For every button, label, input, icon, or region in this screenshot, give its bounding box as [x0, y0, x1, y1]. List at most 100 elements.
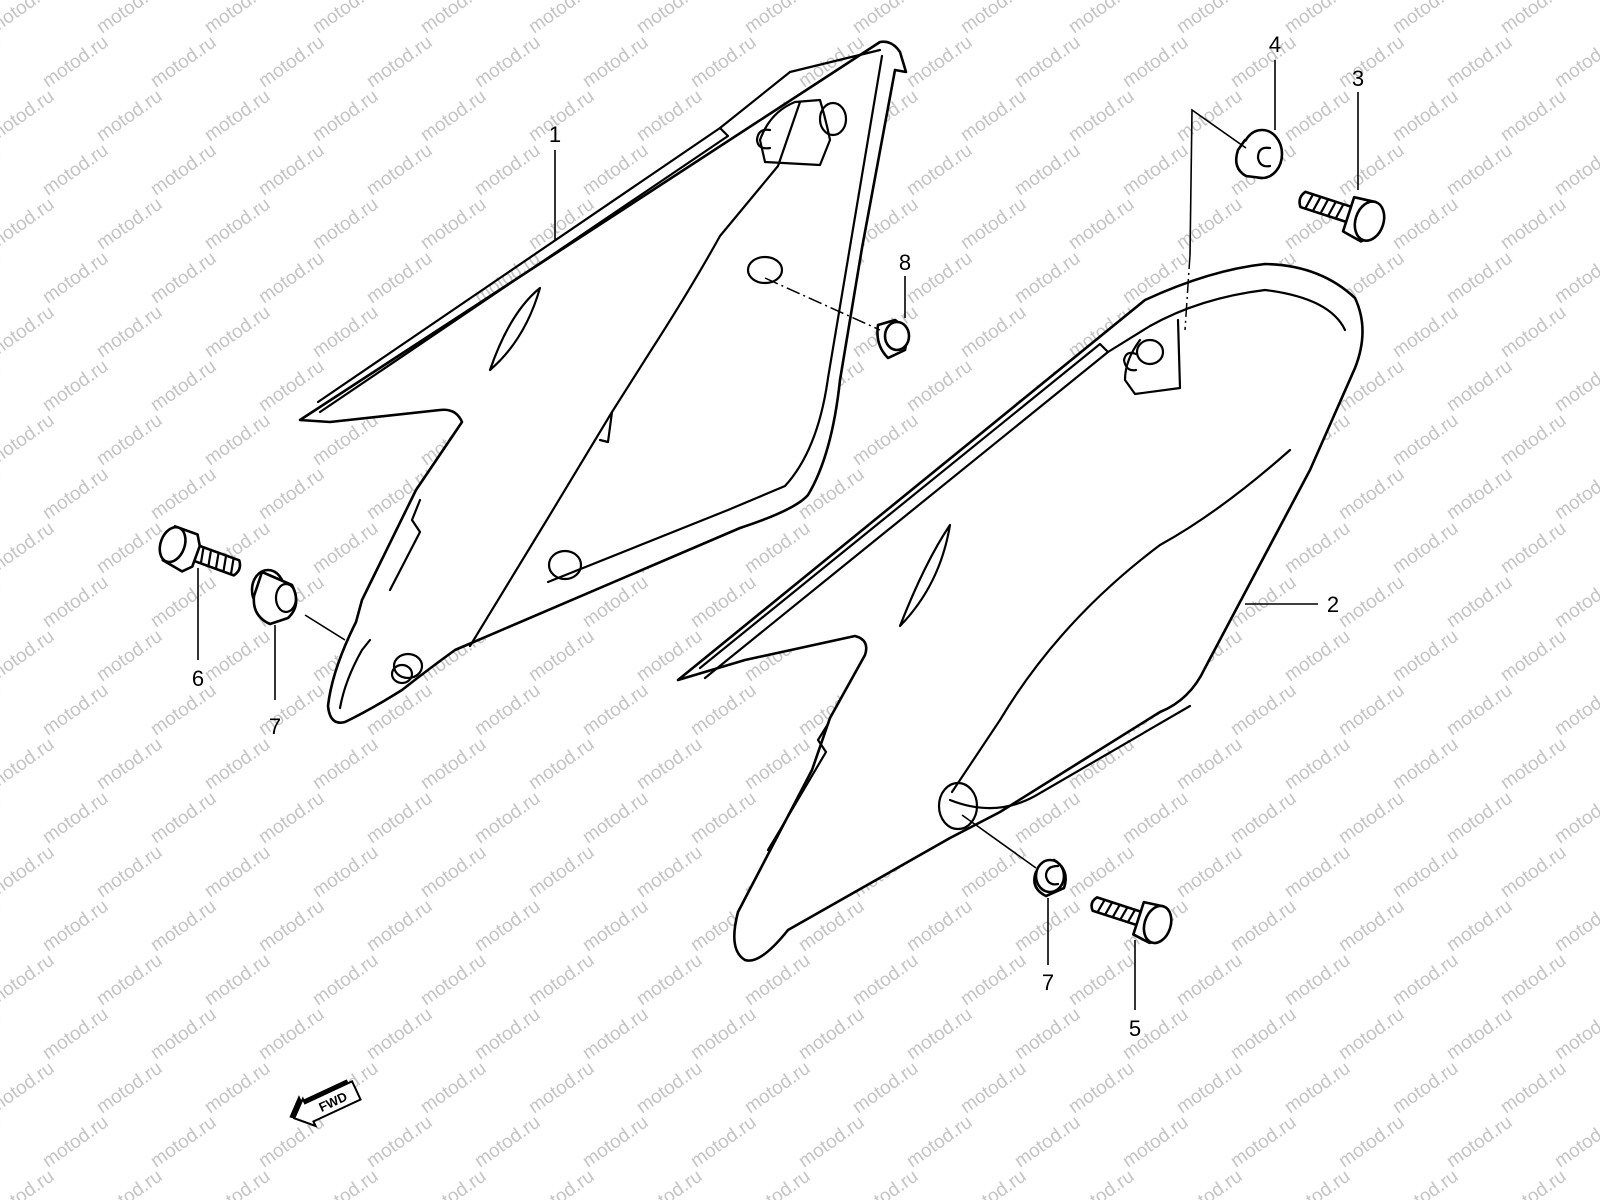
watermark-text: motod.ru — [255, 464, 328, 524]
watermark-text: motod.ru — [309, 86, 382, 146]
watermark-text: motod.ru — [687, 1004, 760, 1064]
watermark-text: motod.ru — [1281, 1058, 1354, 1118]
watermark-text: motod.ru — [1011, 32, 1084, 92]
watermark-text: motod.ru — [741, 518, 814, 578]
watermark-text: motod.ru — [1551, 1004, 1600, 1064]
watermark-text: motod.ru — [255, 1112, 328, 1172]
watermark-text: motod.ru — [1443, 1112, 1516, 1172]
watermark-text: motod.ru — [93, 950, 166, 1010]
watermark-text: motod.ru — [255, 140, 328, 200]
watermark-text: motod.ru — [1389, 0, 1462, 38]
grommet-lower-right — [1033, 858, 1067, 898]
watermark-text: motod.ru — [201, 194, 274, 254]
watermark-text: motod.ru — [363, 32, 436, 92]
watermark-text: motod.ru — [1119, 1112, 1192, 1172]
watermark-text: motod.ru — [417, 1166, 490, 1200]
watermark-text: motod.ru — [1497, 86, 1570, 146]
watermark-text: motod.ru — [1443, 32, 1516, 92]
watermark-text: motod.ru — [1065, 842, 1138, 902]
watermark-text: motod.ru — [0, 1004, 4, 1064]
watermark-text: motod.ru — [1389, 950, 1462, 1010]
watermark-text: motod.ru — [633, 86, 706, 146]
watermark-text: motod.ru — [525, 1058, 598, 1118]
watermark-text: motod.ru — [309, 0, 382, 38]
watermark-text: motod.ru — [201, 1058, 274, 1118]
watermark-text: motod.ru — [0, 734, 58, 794]
watermark-text: motod.ru — [1065, 86, 1138, 146]
watermark-text: motod.ru — [39, 464, 112, 524]
watermark-text: motod.ru — [579, 140, 652, 200]
watermark-text: motod.ru — [1227, 896, 1300, 956]
watermark-text: motod.ru — [1389, 842, 1462, 902]
forward-direction-arrow-icon — [289, 1079, 362, 1128]
watermark-text: motod.ru — [1227, 32, 1300, 92]
watermark-text: motod.ru — [1443, 140, 1516, 200]
watermark-text: motod.ru — [93, 734, 166, 794]
watermark-text: motod.ru — [903, 1112, 976, 1172]
watermark-text: motod.ru — [1497, 302, 1570, 362]
watermark-text: motod.ru — [633, 842, 706, 902]
watermark-text: motod.ru — [417, 842, 490, 902]
watermark-text: motod.ru — [957, 1058, 1030, 1118]
watermark-text: motod.ru — [363, 248, 436, 308]
watermark-text: motod.ru — [201, 950, 274, 1010]
watermark-text: motod.ru — [417, 950, 490, 1010]
watermark-text: motod.ru — [1173, 1166, 1246, 1200]
watermark-text: motod.ru — [93, 842, 166, 902]
watermark-text: motod.ru — [1281, 518, 1354, 578]
watermark-text: motod.ru — [849, 410, 922, 470]
watermark-text: motod.ru — [633, 950, 706, 1010]
watermark-text: motod.ru — [471, 1112, 544, 1172]
watermark-text: motod.ru — [93, 86, 166, 146]
watermark-text: motod.ru — [525, 0, 598, 38]
watermark-text: motod.ru — [957, 1166, 1030, 1200]
callout-7-right: 7 — [1042, 970, 1054, 995]
watermark-text: motod.ru — [309, 518, 382, 578]
watermark-text: motod.ru — [525, 950, 598, 1010]
watermark-text: motod.ru — [309, 1166, 382, 1200]
watermark-text: motod.ru — [363, 1112, 436, 1172]
callout-2: 2 — [1327, 592, 1339, 617]
watermark-text: motod.ru — [39, 1004, 112, 1064]
watermark-text: motod.ru — [1497, 842, 1570, 902]
watermark-text: motod.ru — [795, 1004, 868, 1064]
watermark-text: motod.ru — [147, 140, 220, 200]
watermark-text: motod.ru — [795, 1112, 868, 1172]
spacer — [876, 318, 911, 360]
watermark-text: motod.ru — [363, 1004, 436, 1064]
watermark-text: motod.ru — [147, 680, 220, 740]
watermark-text: motod.ru — [0, 194, 58, 254]
leader-lines — [197, 60, 1359, 1010]
watermark-text: motod.ru — [255, 788, 328, 848]
watermark-text: motod.ru — [1227, 680, 1300, 740]
watermark-text: motod.ru — [201, 302, 274, 362]
watermark-text: motod.ru — [1389, 1058, 1462, 1118]
watermark-text: motod.ru — [579, 32, 652, 92]
watermark-text: motod.ru — [1443, 680, 1516, 740]
watermark-text: motod.ru — [0, 410, 58, 470]
watermark-text: motod.ru — [1335, 788, 1408, 848]
watermark-text: motod.ru — [1551, 572, 1600, 632]
watermark-text: motod.ru — [1443, 572, 1516, 632]
watermark-text: motod.ru — [471, 1004, 544, 1064]
watermark-text: motod.ru — [147, 896, 220, 956]
watermark-text: motod.ru — [201, 734, 274, 794]
watermark-text: motod.ru — [0, 950, 58, 1010]
watermark-text: motod.ru — [1497, 734, 1570, 794]
watermark-text: motod.ru — [471, 140, 544, 200]
watermark-text: motod.ru — [201, 410, 274, 470]
watermark-text: motod.ru — [1173, 1058, 1246, 1118]
watermark-text: motod.ru — [1497, 950, 1570, 1010]
watermark-text: motod.ru — [39, 140, 112, 200]
watermark-text: motod.ru — [147, 1112, 220, 1172]
watermark-text: motod.ru — [741, 0, 814, 38]
watermark-text: motod.ru — [1227, 788, 1300, 848]
watermark-text: motod.ru — [147, 32, 220, 92]
watermark-text: motod.ru — [39, 1112, 112, 1172]
watermark-text: motod.ru — [1119, 140, 1192, 200]
watermark-text: motod.ru — [1443, 356, 1516, 416]
watermark-text: motod.ru — [471, 32, 544, 92]
watermark-text: motod.ru — [1335, 464, 1408, 524]
watermark-text: motod.ru — [255, 896, 328, 956]
watermark-text: motod.ru — [309, 194, 382, 254]
